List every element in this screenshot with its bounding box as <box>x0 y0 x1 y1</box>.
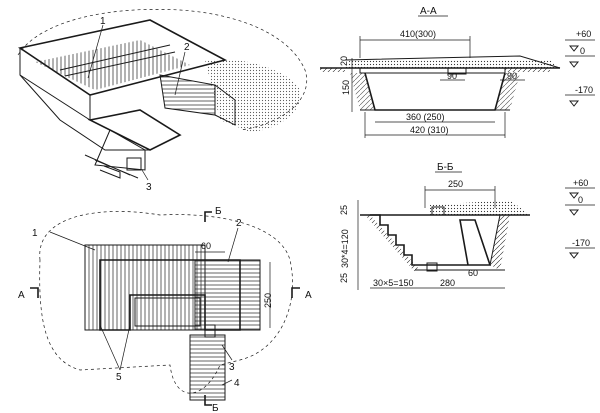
bb-level-0: 0 <box>578 195 583 205</box>
bb-vert-steps: 30*4=120 <box>340 229 350 268</box>
plan-main-hatch <box>85 245 205 330</box>
aa-cover-soil <box>345 60 560 68</box>
section-bb-title: Б-Б <box>437 162 454 173</box>
bb-vert-bottom: 25 <box>339 273 349 283</box>
plan-cut-a-left: А <box>18 290 25 301</box>
iso-callout-2: 2 <box>184 42 190 53</box>
plan-callout-3: 3 <box>229 362 235 373</box>
entrance-hatch <box>160 75 215 115</box>
isometric-view: 1 2 3 <box>17 9 307 193</box>
plan-callout-2: 2 <box>236 218 242 229</box>
iso-callout-3: 3 <box>146 182 152 193</box>
aa-level-minus170: -170 <box>575 85 593 95</box>
trench-floor <box>87 109 182 151</box>
bb-horiz-bottom: 280 <box>440 278 455 288</box>
bb-vert-cover: 25 <box>339 205 349 215</box>
plan-dim-250: 250 <box>263 293 273 308</box>
plan-right-hatch <box>195 260 260 330</box>
aa-level-plus60: +60 <box>576 29 591 39</box>
plan-trench <box>134 297 201 327</box>
plan-callout-5: 5 <box>116 372 122 383</box>
plan-callout-4: 4 <box>234 378 240 389</box>
bb-horiz-steps: 30×5=150 <box>373 278 414 288</box>
plan-view: А А Б Б 60 250 1 2 3 4 5 <box>18 206 312 413</box>
section-bb: Б-Б 250 60 25 30*4=120 25 30×5=150 280 <box>339 162 595 290</box>
plan-stairs <box>190 335 225 400</box>
section-aa: А-А 410(300) 90 90 20 150 360 (250) <box>320 6 595 138</box>
plan-dim-60: 60 <box>201 241 211 251</box>
roof-hatch <box>35 40 190 90</box>
bb-ledge: 60 <box>468 268 478 278</box>
aa-cover: 20 <box>339 56 349 66</box>
aa-bottom-outer: 420 (310) <box>410 125 449 135</box>
bb-level-plus60: +60 <box>573 178 588 188</box>
iso-callout-1: 1 <box>100 16 106 27</box>
aa-depth: 150 <box>341 80 351 95</box>
ground-mound <box>205 59 301 132</box>
plan-cut-a-right: А <box>305 290 312 301</box>
bb-levels: +60 0 -170 <box>565 178 595 259</box>
plan-cut-b-bottom: Б <box>212 403 219 413</box>
aa-ledge-left: 90 <box>447 71 457 81</box>
plan-callout-1: 1 <box>32 228 38 239</box>
bb-stairs <box>370 214 420 266</box>
aa-level-0: 0 <box>580 46 585 56</box>
bb-level-minus170: -170 <box>572 238 590 248</box>
bb-width-top: 250 <box>448 179 463 189</box>
aa-bottom-inner: 360 (250) <box>406 112 445 122</box>
aa-ledge-right: 90 <box>507 71 517 81</box>
plan-cut-b-top: Б <box>215 206 222 217</box>
bb-cover-soil <box>430 200 530 215</box>
pit <box>126 157 142 171</box>
roof-slab <box>17 19 228 96</box>
aa-pit-outline <box>364 72 506 111</box>
aa-width-top: 410(300) <box>400 29 436 39</box>
aa-levels: +60 0 -170 <box>565 29 595 107</box>
section-aa-title: А-А <box>420 6 437 17</box>
